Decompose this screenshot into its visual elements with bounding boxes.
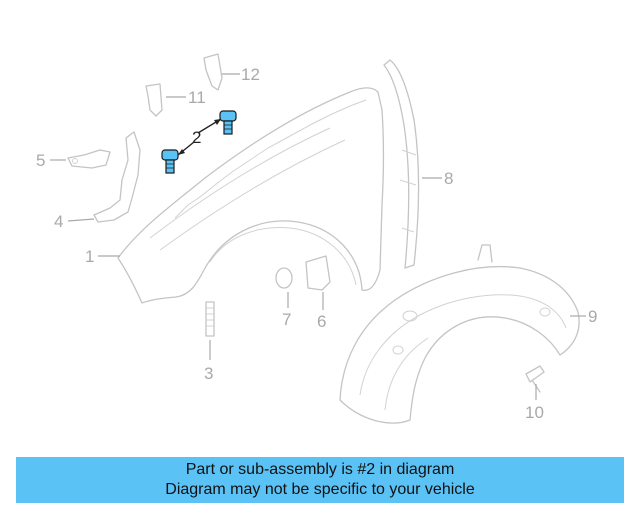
fender-part <box>117 87 385 304</box>
grommet-part-7 <box>275 267 293 289</box>
callout-9: 9 <box>588 307 597 326</box>
bolt-part-3 <box>205 301 215 337</box>
bracket-part-6 <box>305 255 331 291</box>
bolt-part-2-highlighted <box>161 110 237 174</box>
callout-12: 12 <box>241 65 260 84</box>
callout-11: 11 <box>188 88 206 107</box>
callout-7: 7 <box>282 310 291 329</box>
callout-6: 6 <box>317 312 326 331</box>
callout-5: 5 <box>36 151 45 170</box>
bracket-small-part <box>67 149 111 169</box>
seal-strip-part <box>383 59 420 269</box>
fender-liner-part <box>339 244 580 424</box>
banner-line-2: Diagram may not be specific to your vehi… <box>165 481 475 498</box>
bracket-part <box>93 131 141 223</box>
leader-lines <box>50 73 586 400</box>
callout-4: 4 <box>54 212 63 231</box>
parts-diagram: 1 2 3 4 5 6 7 8 9 10 11 12 <box>36 53 597 424</box>
callout-2: 2 <box>192 128 201 147</box>
bolt-lower <box>161 149 179 174</box>
banner-line-1: Part or sub-assembly is #2 in diagram <box>185 461 455 478</box>
clip-part-12 <box>203 53 223 91</box>
screw-part-10 <box>525 365 545 393</box>
callout-labels: 1 2 3 4 5 6 7 8 9 10 11 12 <box>36 65 597 422</box>
callout-8: 8 <box>444 169 453 188</box>
callout-3: 3 <box>204 364 213 383</box>
info-banner: Part or sub-assembly is #2 in diagram Di… <box>16 457 624 503</box>
callout-10: 10 <box>525 403 544 422</box>
callout-1: 1 <box>85 247 94 266</box>
clip-part-11 <box>145 83 163 117</box>
bolt-upper <box>219 110 237 135</box>
